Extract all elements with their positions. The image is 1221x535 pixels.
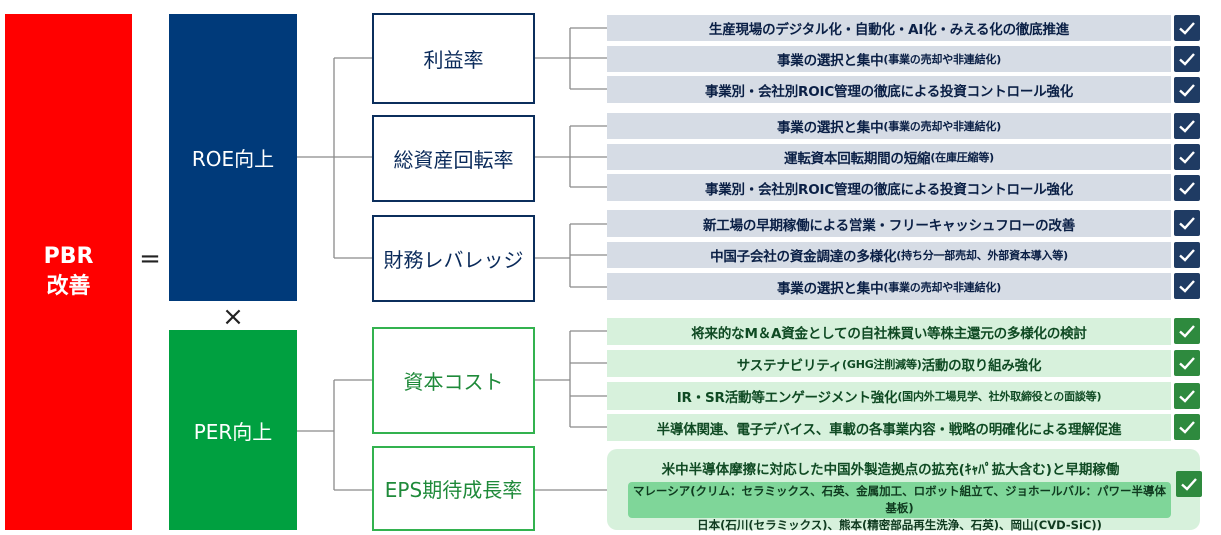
pbr-label-line1: PBR — [43, 244, 94, 269]
action-item: サステナビリティ(GHG注削減等)活動の取り組み強化 — [607, 350, 1171, 377]
check-icon — [1174, 113, 1200, 139]
eps-detail-line1: マレーシア(クリム：セラミックス、石英、金属加工、ロボット組立て、ジョホールバル… — [632, 484, 1167, 515]
check-icon — [1174, 144, 1200, 170]
action-item: 事業別・会社別ROIC管理の徹底による投資コントロール強化 — [607, 76, 1171, 103]
action-item: IR・SR活動等エンゲージメント強化(国内外工場見学、社外取締役との面談等) — [607, 382, 1171, 410]
action-item: 半導体関連、電子デバイス、車載の各事業内容・戦略の明確化による理解促進 — [607, 414, 1171, 441]
check-icon — [1174, 273, 1200, 299]
per-label: PER向上 — [193, 419, 273, 444]
action-item: 事業別・会社別ROIC管理の徹底による投資コントロール強化 — [607, 174, 1171, 201]
asset-turnover-label: 総資産回転率 — [393, 148, 514, 172]
eps-growth-label: EPS期待成長率 — [384, 478, 523, 502]
check-icon — [1174, 350, 1200, 376]
check-icon — [1176, 471, 1202, 497]
action-item: 将来的なM＆A資金としての自社株買い等株主還元の多様化の検討 — [607, 318, 1171, 345]
financial-leverage-box: 財務レバレッジ — [372, 215, 535, 302]
action-item: 中国子会社の資金調達の多様化(持ち分一部売却、外部資本導入等) — [607, 242, 1171, 268]
check-icon — [1174, 46, 1200, 72]
check-icon — [1174, 414, 1200, 440]
eps-growth-box: EPS期待成長率 — [372, 446, 535, 531]
check-icon — [1174, 175, 1200, 201]
financial-leverage-label: 財務レバレッジ — [383, 248, 524, 272]
check-icon — [1174, 318, 1200, 344]
times-sign: × — [222, 302, 244, 332]
action-item: 運転資本回転期間の短縮(在庫圧縮等) — [607, 144, 1171, 170]
profit-margin-label: 利益率 — [423, 48, 484, 72]
eps-detail-line2: 日本(石川(セラミックス)、熊本(精密部品再生洗浄、石英)、岡山(CVD-SiC… — [697, 518, 1102, 532]
eps-action-title: 米中半導体摩擦に対応した中国外製造拠点の拡充(ｷｬﾊﾟ拡大含む)と早期稼働 — [661, 462, 1120, 478]
per-box: PER向上 — [169, 330, 297, 530]
pbr-label-line2: 改善 — [46, 274, 91, 299]
asset-turnover-box: 総資産回転率 — [372, 115, 535, 202]
check-icon — [1174, 15, 1200, 41]
action-item: 生産現場のデジタル化・自動化・AI化・みえる化の徹底推進 — [607, 15, 1171, 41]
equals-sign: = — [139, 244, 161, 274]
roe-box: ROE向上 — [169, 14, 297, 301]
eps-action-detail: マレーシア(クリム：セラミックス、石英、金属加工、ロボット組立て、ジョホールバル… — [628, 482, 1171, 532]
action-item: 新工場の早期稼働による営業・フリーキャッシュフローの改善 — [607, 210, 1171, 237]
check-icon — [1174, 210, 1200, 236]
action-item: 事業の選択と集中(事業の売却や非連結化) — [607, 46, 1171, 72]
check-icon — [1174, 242, 1200, 268]
pbr-box: PBR 改善 — [5, 14, 132, 530]
roe-label: ROE向上 — [191, 147, 275, 171]
check-icon — [1174, 77, 1200, 103]
action-item: 事業の選択と集中(事業の売却や非連結化) — [607, 273, 1171, 300]
action-item: 事業の選択と集中(事業の売却や非連結化) — [607, 113, 1171, 139]
cost-of-capital-label: 資本コスト — [403, 370, 504, 394]
profit-margin-box: 利益率 — [372, 13, 535, 104]
cost-of-capital-box: 資本コスト — [372, 327, 535, 434]
check-icon — [1174, 383, 1200, 409]
